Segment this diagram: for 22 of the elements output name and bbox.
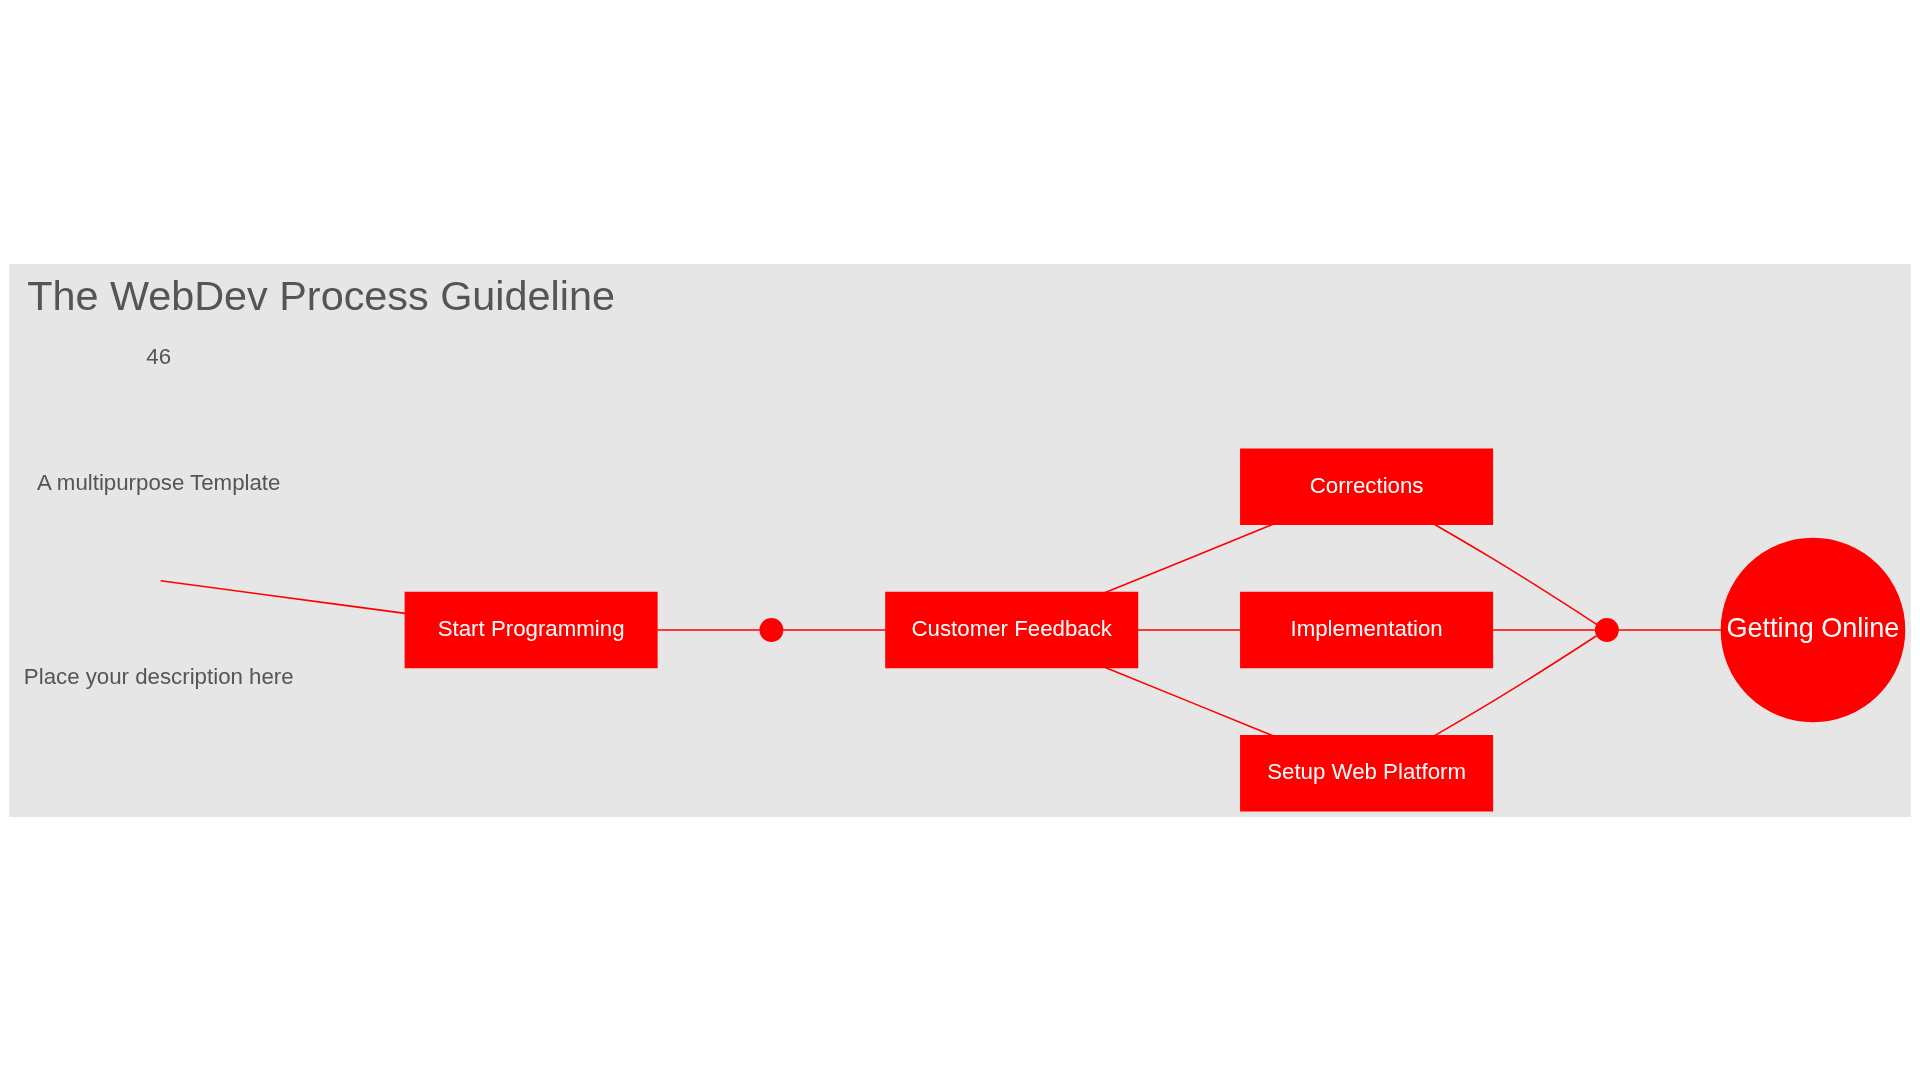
connector: [1137, 628, 1242, 631]
node-circle: [1594, 617, 1619, 642]
node-box: Implementation: [1240, 591, 1494, 668]
node-box: Setup Web Platform: [1240, 734, 1494, 811]
connector: [1617, 628, 1723, 631]
connector: [1433, 522, 1598, 625]
node-box: Corrections: [1240, 448, 1494, 525]
connector: [1104, 666, 1274, 737]
connector: [1492, 628, 1596, 631]
connector: [781, 628, 887, 631]
connector: [159, 579, 406, 614]
label: Place your description here: [23, 663, 294, 689]
node-box: Start Programming: [404, 591, 658, 668]
connector: [1433, 634, 1598, 737]
diagram-title: The WebDev Process Guideline: [27, 272, 615, 319]
label: A multipurpose Template: [37, 469, 281, 494]
connector: [656, 628, 761, 631]
node-circle: Getting Online: [1720, 537, 1906, 722]
node-circle: [759, 617, 784, 642]
node-box: Customer Feedback: [885, 591, 1139, 668]
connector: [1104, 522, 1274, 593]
label: 46: [146, 343, 172, 369]
